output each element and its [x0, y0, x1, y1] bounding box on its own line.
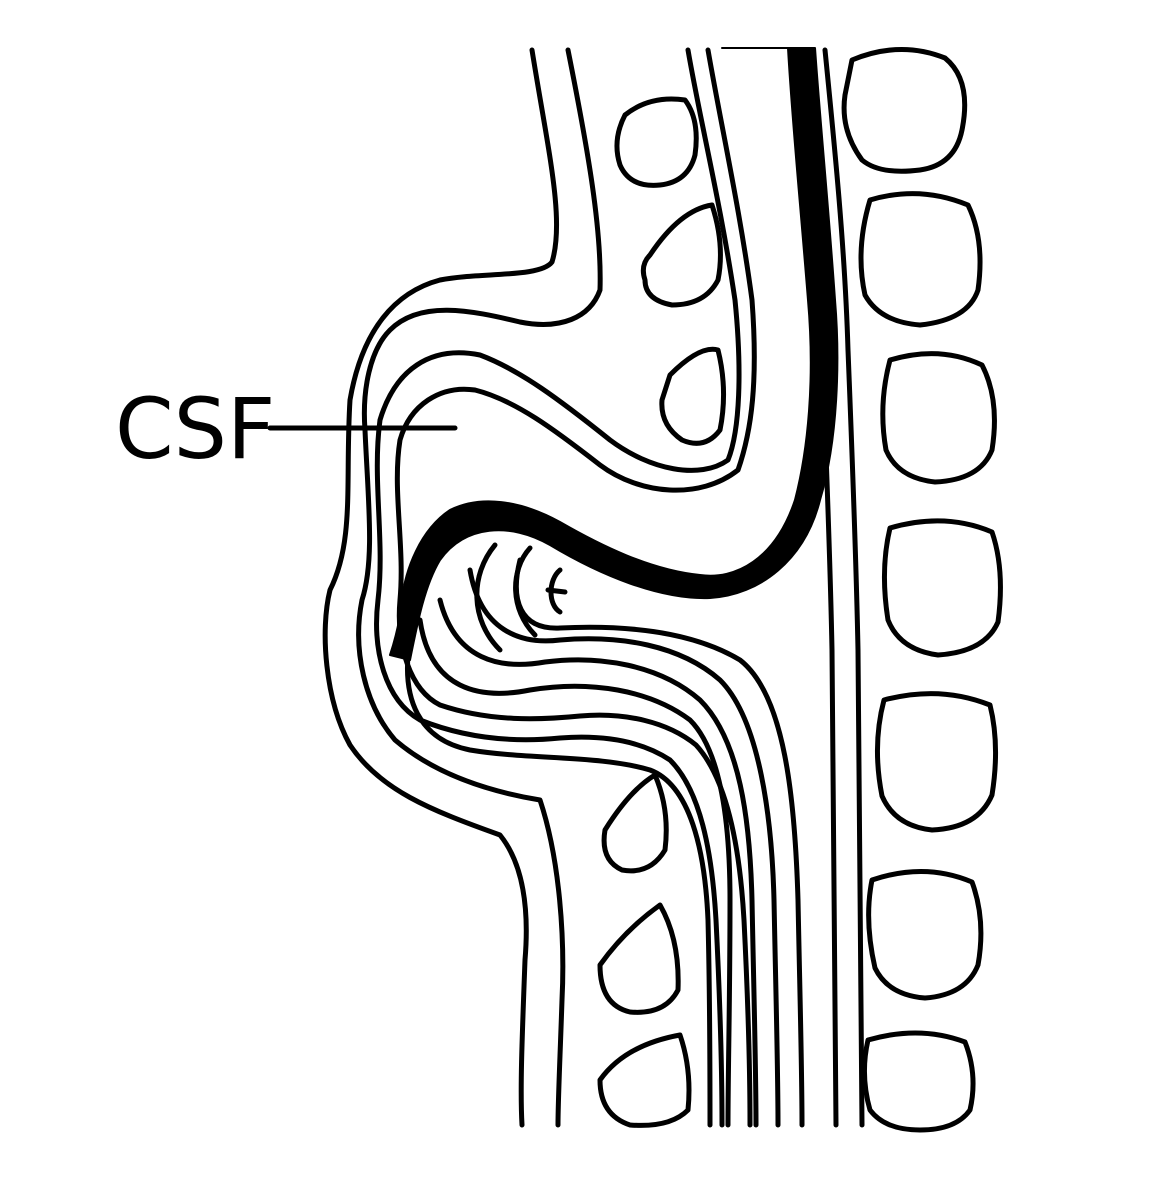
csf-annotation: CSF: [115, 380, 458, 478]
nerve-root-3: [467, 567, 781, 1128]
csf-label: CSF: [115, 380, 275, 478]
vertebral-body-6: [866, 868, 984, 1001]
vertebral-body-7: [861, 1030, 976, 1133]
skin-inner-line: [356, 47, 603, 1128]
vertebral-body-3: [880, 351, 997, 485]
nerve-roots: [405, 542, 805, 1128]
nerve-root-loop-1: [474, 542, 503, 653]
nerve-root-loop-2: [513, 545, 538, 638]
vertebral-body-2: [858, 191, 983, 328]
arch-3: [659, 346, 727, 446]
vertebral-body-4: [881, 518, 1003, 658]
arch-5: [597, 902, 681, 1015]
nerve-root-1: [417, 617, 733, 1128]
vertebral-arches: [597, 96, 727, 1128]
vertebral-body-1: [841, 47, 968, 174]
anterior-dura-2: [822, 47, 865, 1128]
dura-outer: [374, 47, 742, 1128]
arch-6: [597, 1032, 692, 1128]
skin-contour: [322, 47, 603, 1128]
arch-2: [640, 202, 723, 308]
vertebral-body-5: [875, 691, 999, 833]
vertebral-bodies: [841, 47, 1003, 1133]
nerve-root-stub-2: [548, 567, 563, 615]
spinal-cord: [389, 47, 839, 661]
nerve-root-5: [405, 637, 713, 1128]
arch-1: [614, 96, 699, 188]
arch-4: [601, 772, 669, 874]
nerve-root-2: [437, 597, 759, 1128]
skin-upper-line: [322, 47, 560, 1128]
nerve-root-4: [513, 557, 805, 1128]
